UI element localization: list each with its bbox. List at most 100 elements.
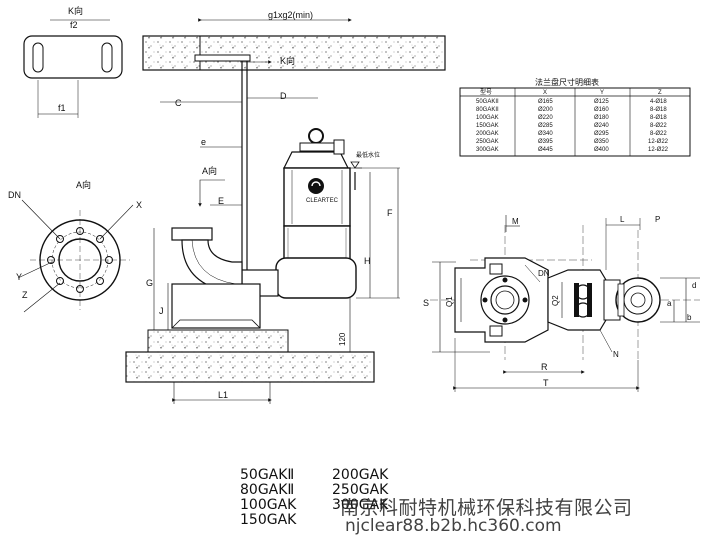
- table-title: 法兰盘尺寸明细表: [535, 77, 599, 87]
- table-cell: 250GAK: [476, 139, 499, 145]
- table-header: X: [543, 90, 547, 96]
- table-cell: 12-Ø22: [648, 139, 669, 145]
- water-level-label: 最低水位: [356, 151, 380, 159]
- table-cell: 8-Ø18: [650, 107, 667, 113]
- table-cell: Ø180: [594, 115, 609, 121]
- f1-label: f1: [58, 103, 66, 113]
- table-cell: 80GAKII: [476, 107, 499, 113]
- bolt-hole: [96, 277, 104, 285]
- dim-d-plan: d: [692, 281, 696, 290]
- table-cell: 12-Ø22: [648, 147, 669, 153]
- table-header: Z: [658, 90, 662, 96]
- slot-left: [32, 42, 44, 73]
- dim-120: 120: [338, 332, 347, 346]
- table-cell: 300GAK: [476, 147, 499, 153]
- dim-j: J: [159, 306, 164, 316]
- dim-f: F: [387, 208, 393, 218]
- dim-r: R: [541, 362, 548, 372]
- top-slab: g1xg2(min) K向: [142, 10, 446, 71]
- bolt-hole: [56, 235, 64, 243]
- a-view-flange: A向 DN X Y Z: [8, 179, 142, 313]
- table-cell: Ø165: [538, 99, 553, 105]
- table-cell: Ø200: [538, 107, 553, 113]
- table-header: 型号: [480, 88, 492, 96]
- rail-size-label: g1xg2(min): [268, 10, 313, 20]
- dim-dn: DN: [8, 190, 21, 200]
- slot-right: [101, 42, 113, 73]
- k-view-title: K向: [68, 5, 83, 16]
- a-view-title: A向: [76, 179, 91, 190]
- dim-g: G: [146, 278, 153, 288]
- volute-casing: [275, 257, 357, 299]
- bolt-hole: [56, 277, 64, 285]
- k-view-plate: [23, 35, 123, 79]
- table-cell: Ø295: [594, 131, 609, 137]
- model-item: 250GAK: [332, 482, 389, 498]
- bolt-hole: [105, 256, 113, 264]
- model-item: 100GAK: [240, 497, 297, 513]
- table-cell: 150GAK: [476, 123, 499, 129]
- dim-e-lower: e: [201, 137, 206, 147]
- watermark-url: njclear88.b2b.hc360.com: [345, 516, 562, 536]
- dim-l: L: [620, 215, 625, 224]
- table-cell: Ø395: [538, 139, 553, 145]
- plan-base-plate: [454, 257, 549, 343]
- table-cell: Ø240: [594, 123, 609, 129]
- brand-logo: [308, 178, 324, 194]
- lifting-ring: [308, 128, 324, 144]
- table-cell: 100GAK: [476, 115, 499, 121]
- bottom-slab: L1 120 H F: [125, 167, 400, 404]
- table-cell: 8-Ø22: [650, 123, 667, 129]
- model-item: 80GAKⅡ: [240, 482, 295, 498]
- table-cell: Ø400: [594, 147, 609, 153]
- motor-housing: [283, 167, 351, 227]
- k-arrow-label: K向: [280, 55, 295, 66]
- table-cell: Ø160: [594, 107, 609, 113]
- dim-a: a: [667, 299, 672, 308]
- table-cell: 8-Ø22: [650, 131, 667, 137]
- dim-z: Z: [22, 290, 28, 300]
- guide-bracket: [194, 54, 251, 62]
- dim-n: N: [613, 350, 619, 359]
- plinth: [147, 329, 289, 353]
- bolt-hole: [76, 227, 84, 235]
- watermark-company: 南京科耐特机械环保科技有限公司: [340, 497, 633, 519]
- dim-x: X: [136, 200, 142, 210]
- table-cell: 8-Ø18: [650, 115, 667, 121]
- floor-slab: [125, 351, 375, 383]
- model-item: 200GAK: [332, 467, 389, 483]
- a-arrow-label: A向: [202, 165, 217, 176]
- dim-m: M: [512, 217, 519, 226]
- table-cell: Ø125: [594, 99, 609, 105]
- brand-label: CLEARTEC: [306, 198, 339, 204]
- model-item: 150GAK: [240, 512, 297, 528]
- flange-outer: [39, 219, 121, 301]
- k-view: K向 f2 f1: [23, 5, 123, 118]
- dim-s: S: [423, 298, 429, 308]
- dim-y: Y: [16, 272, 22, 282]
- dim-p: P: [655, 215, 660, 224]
- flange-bore: [58, 238, 102, 282]
- f2-label: f2: [70, 20, 78, 30]
- plan-outlet-flange: [480, 275, 530, 325]
- bolt-hole: [76, 285, 84, 293]
- table-cell: Ø445: [538, 147, 553, 153]
- table-cell: 4-Ø18: [650, 99, 667, 105]
- plan-view: M DN S Q1 Q2 N R T L P d a b: [423, 215, 700, 392]
- table-cell: Ø350: [594, 139, 609, 145]
- model-item: 300GAK: [332, 497, 389, 513]
- dim-d: D: [280, 91, 287, 101]
- table-cell: Ø285: [538, 123, 553, 129]
- dim-c: C: [175, 98, 182, 108]
- coupling-base: [171, 283, 261, 329]
- table-cell: Ø220: [538, 115, 553, 121]
- submersible-pump: CLEARTEC 最低水位: [241, 128, 380, 299]
- table-cell: Ø340: [538, 131, 553, 137]
- outlet-flange: [171, 227, 213, 241]
- top-slab-concrete: [142, 35, 446, 71]
- bolt-hole: [96, 235, 104, 243]
- flange-table: 法兰盘尺寸明细表 型号 X Y Z 50GAKII Ø165 Ø125 4-Ø1…: [459, 77, 691, 157]
- dim-b: b: [687, 313, 692, 322]
- guide-rails: C D e A向 E: [160, 61, 318, 270]
- dim-q1: Q1: [445, 296, 454, 307]
